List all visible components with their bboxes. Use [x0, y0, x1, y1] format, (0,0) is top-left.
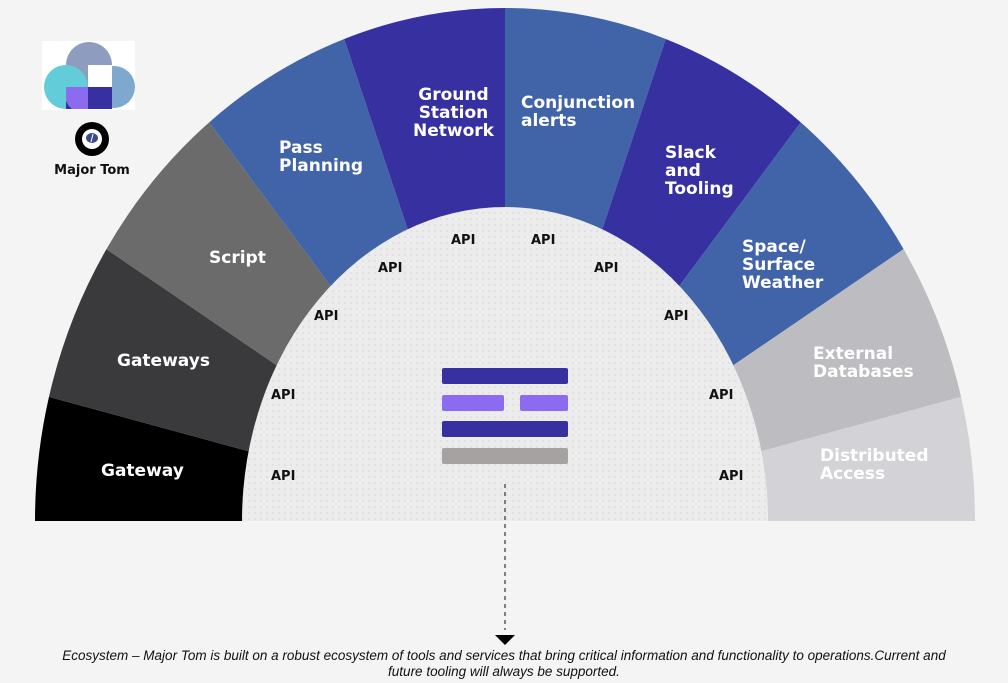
api-label: API [271, 388, 296, 403]
segment-label: Ground Station Network [413, 85, 494, 141]
api-label: API [271, 469, 296, 484]
segment-label: Pass Planning [279, 138, 364, 176]
segment-label: Distributed Access [820, 446, 929, 484]
core-dot-pattern [242, 207, 768, 521]
api-label: API [709, 388, 734, 403]
api-label: API [378, 261, 403, 276]
astronaut-helmet-icon [75, 122, 109, 156]
platform-bar-3 [442, 421, 568, 437]
platform-bar-2a [442, 395, 504, 411]
api-label: API [451, 233, 476, 248]
api-label: API [531, 233, 556, 248]
segment-label: Slack and Tooling [665, 143, 734, 199]
segment-label: Script [209, 248, 266, 268]
segment-label: Gateways [117, 351, 210, 371]
api-label: API [594, 261, 619, 276]
platform-bar-2b [520, 395, 568, 411]
arrow-down-icon [495, 635, 515, 645]
segment-label: External Databases [813, 344, 914, 382]
segment-label: Gateway [101, 461, 184, 481]
caption: Ecosystem – Major Tom is built on a robu… [62, 648, 946, 679]
api-label: API [314, 309, 339, 324]
platform-bar-4 [442, 448, 568, 464]
segment-label: Conjunction alerts [521, 93, 636, 131]
api-label: API [719, 469, 744, 484]
cloud-logo [42, 41, 135, 110]
brand-name: Major Tom [54, 163, 130, 178]
platform-bar-1 [442, 368, 568, 384]
api-label: API [664, 309, 689, 324]
segment-label: Space/ Surface Weather [742, 237, 824, 293]
